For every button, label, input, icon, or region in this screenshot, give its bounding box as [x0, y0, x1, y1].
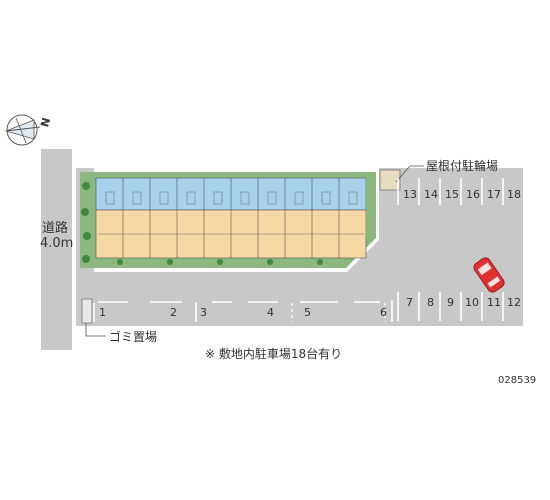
- parking-space-14: 14: [424, 188, 438, 201]
- garbage-area: [81, 298, 93, 324]
- parking-space-8: 8: [427, 296, 434, 309]
- parking-divider-lines-upper: [397, 178, 504, 205]
- road-width: 4.0m: [40, 236, 73, 251]
- greenery: [81, 182, 323, 265]
- apartment-unit-details: [98, 191, 364, 235]
- parking-space-2: 2: [170, 306, 177, 319]
- parking-space-4: 4: [267, 306, 274, 319]
- garbage-label: ゴミ置場: [109, 329, 157, 344]
- parking-space-16: 16: [466, 188, 480, 201]
- compass-icon: N: [4, 114, 53, 146]
- parking-note: ※ 敷地内駐車場18台有り: [205, 346, 342, 361]
- parked-car-icon: [473, 257, 505, 293]
- parking-space-9: 9: [447, 296, 454, 309]
- parking-space-6: 6: [380, 306, 387, 319]
- side-greenery: [366, 178, 376, 238]
- parking-lot: [76, 168, 523, 326]
- parking-space-1: 1: [99, 306, 106, 319]
- parking-divider-lines-lower-right: [397, 292, 504, 321]
- garbage-leader: [85, 323, 106, 337]
- bicycle-parking-leader: [395, 165, 424, 183]
- parking-space-3: 3: [200, 306, 207, 319]
- parking-space-12: 12: [507, 296, 521, 309]
- compass-north-label: N: [38, 116, 53, 128]
- parking-divider-lines-lower: [93, 300, 393, 322]
- parking-space-15: 15: [445, 188, 459, 201]
- bicycle-shelter-roof: [379, 169, 401, 191]
- road-name: 道路: [42, 220, 68, 236]
- apartment-unit-dividers: [122, 178, 340, 258]
- road: [41, 149, 72, 350]
- parking-space-17: 17: [487, 188, 501, 201]
- property-code: 028539: [498, 375, 536, 386]
- parking-space-11: 11: [487, 296, 501, 309]
- parking-space-18: 18: [507, 188, 521, 201]
- parking-space-7: 7: [406, 296, 413, 309]
- parking-space-5: 5: [304, 306, 311, 319]
- parking-space-13: 13: [403, 188, 417, 201]
- bicycle-parking-label: 屋根付駐輪場: [426, 158, 498, 173]
- parking-space-10: 10: [465, 296, 479, 309]
